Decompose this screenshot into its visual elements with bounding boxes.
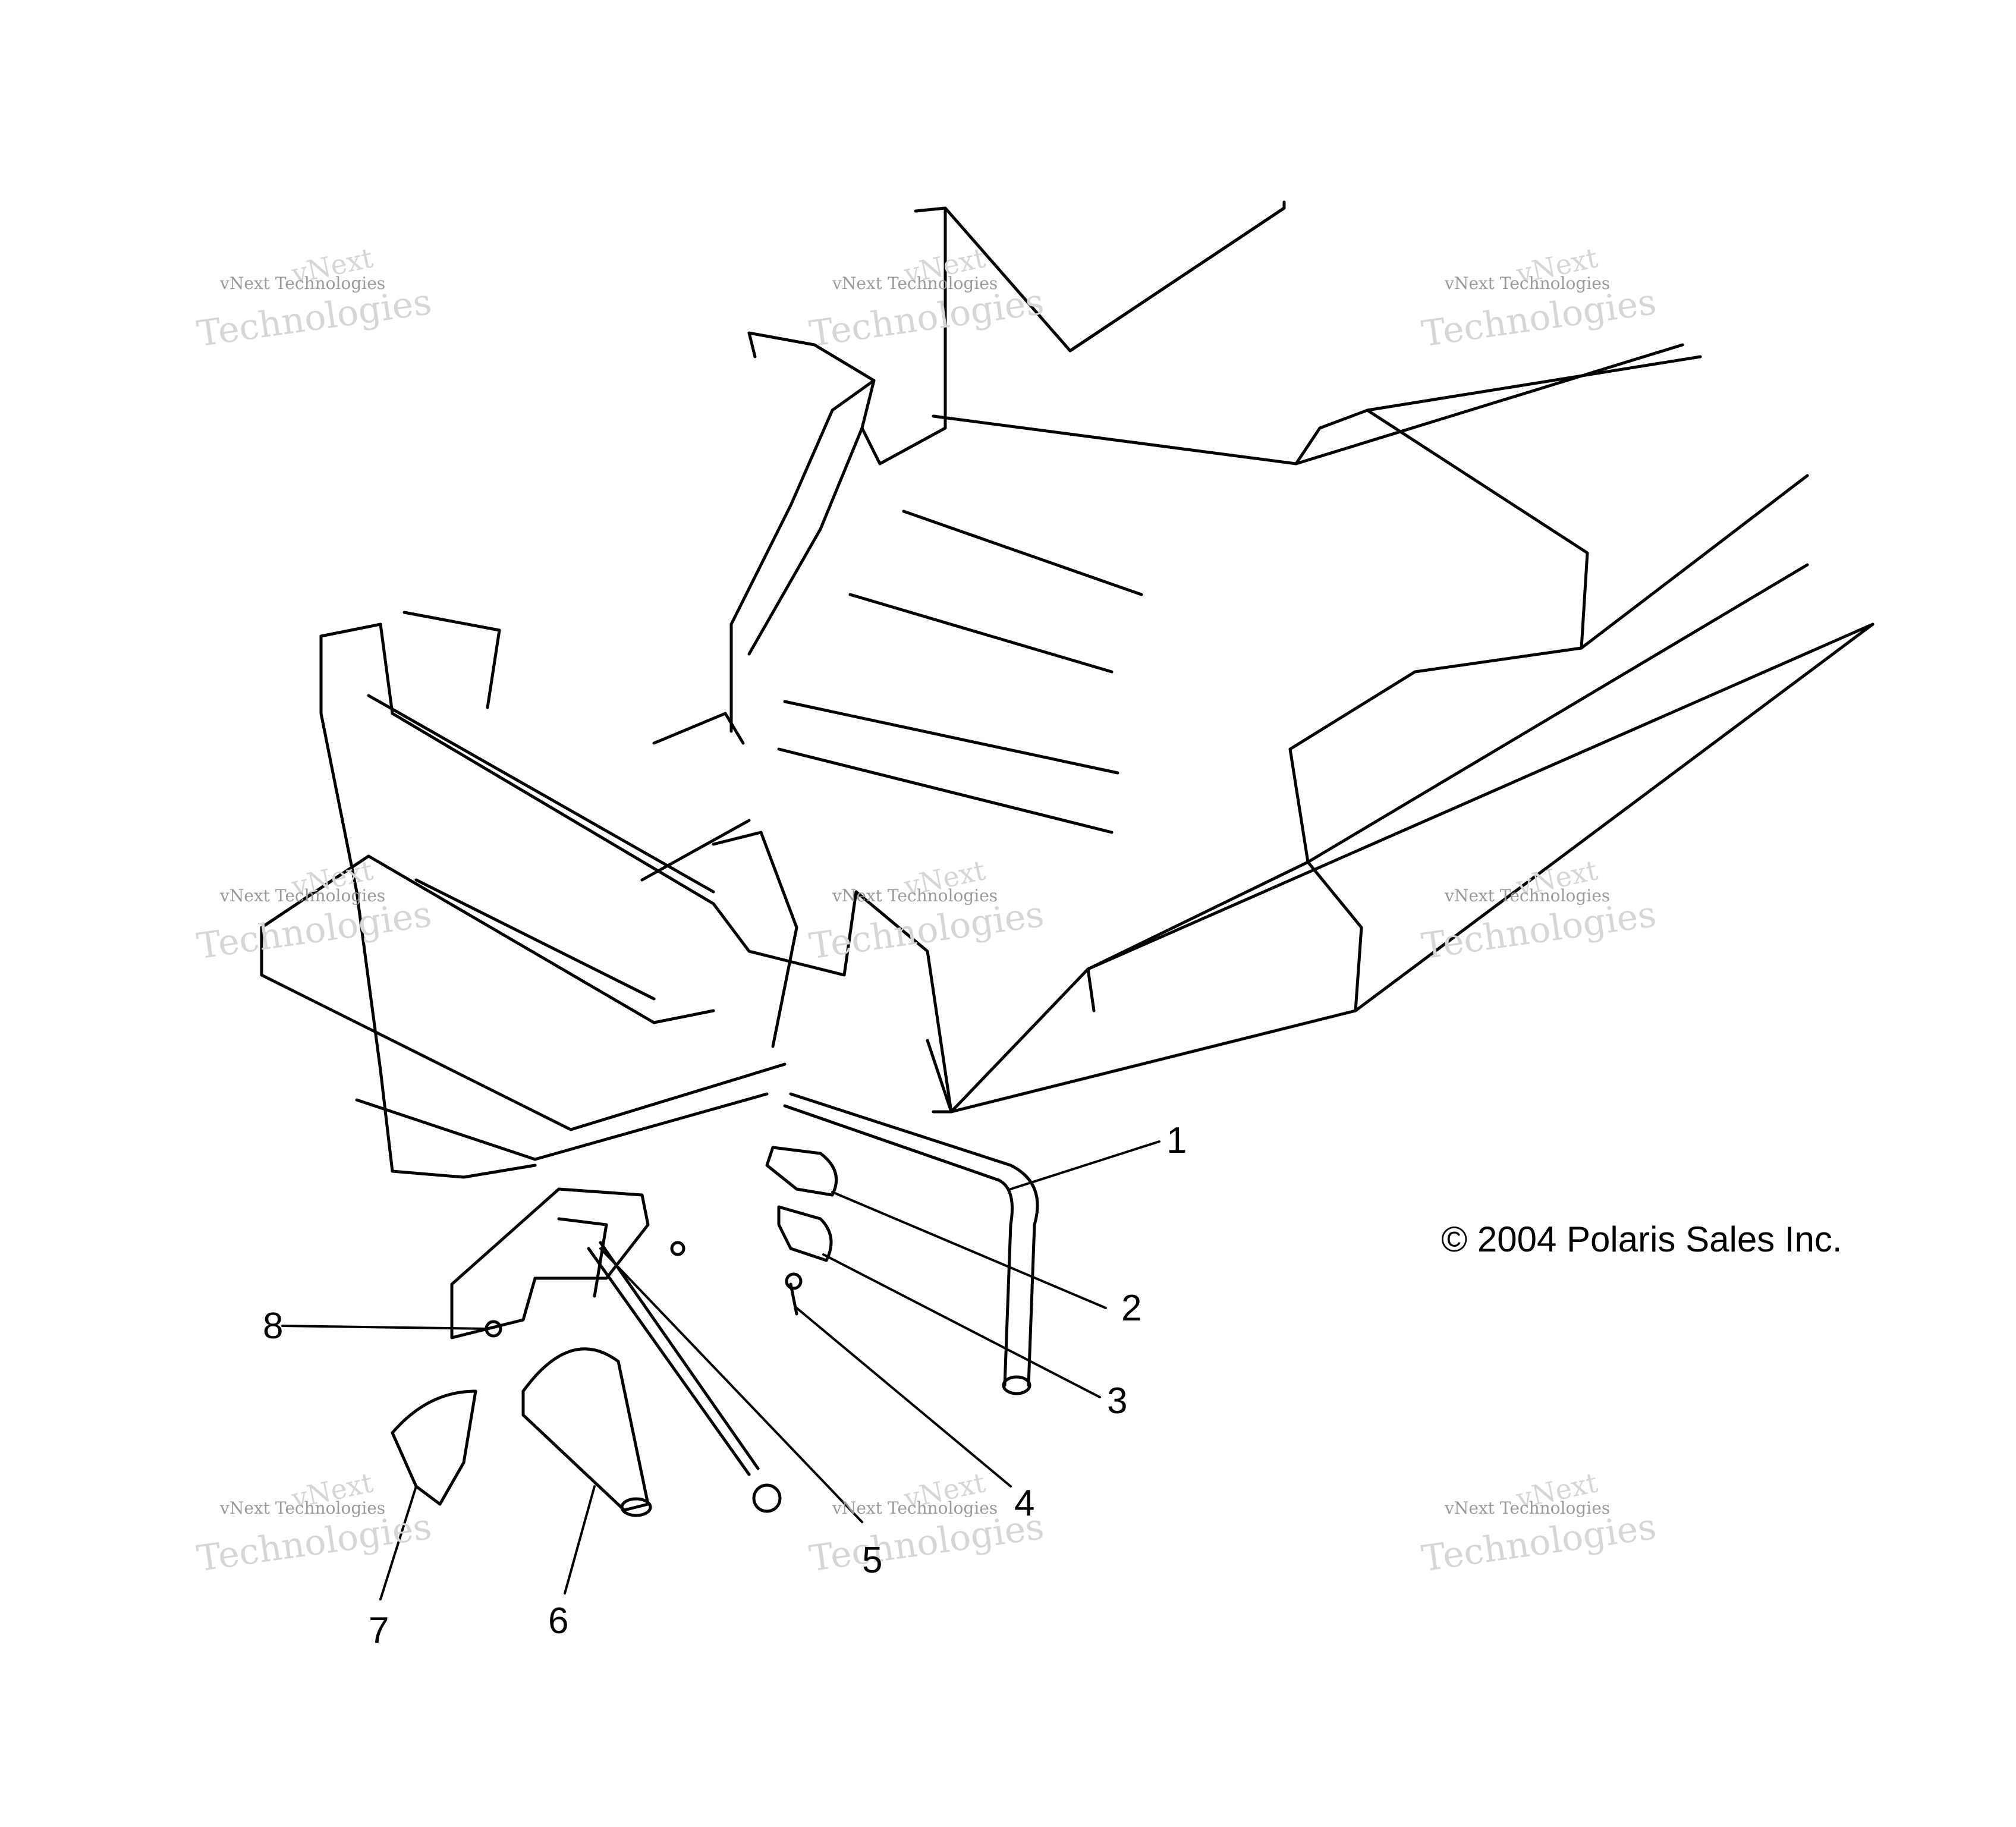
part-cover-cone: [521, 1347, 652, 1517]
tunnel-chassis: [260, 200, 1875, 1179]
callout-2: 2: [1121, 1288, 1142, 1329]
part-clamps: [765, 1146, 838, 1316]
part-cover-trim: [391, 1389, 477, 1506]
leader-5: [599, 1247, 863, 1523]
leader-8: [281, 1325, 489, 1330]
callout-1: 1: [1166, 1120, 1187, 1161]
leader-3: [822, 1253, 1101, 1398]
leader-4: [795, 1307, 1012, 1488]
leader-6: [564, 1485, 596, 1595]
callout-3: 3: [1107, 1381, 1128, 1422]
callout-6: 6: [548, 1600, 569, 1642]
leader-2: [831, 1191, 1107, 1309]
copyright-notice: © 2004 Polaris Sales Inc.: [1441, 1219, 1842, 1259]
leader-7: [379, 1485, 417, 1600]
callout-5: 5: [862, 1540, 883, 1581]
leader-1: [1009, 1140, 1160, 1190]
part-tie-rod: [450, 1187, 782, 1513]
callout-4: 4: [1014, 1483, 1035, 1524]
callout-7: 7: [369, 1610, 389, 1651]
part-bumper-bar: [783, 1092, 1039, 1395]
leader-lines: [281, 1140, 1160, 1600]
callout-8: 8: [263, 1306, 284, 1347]
